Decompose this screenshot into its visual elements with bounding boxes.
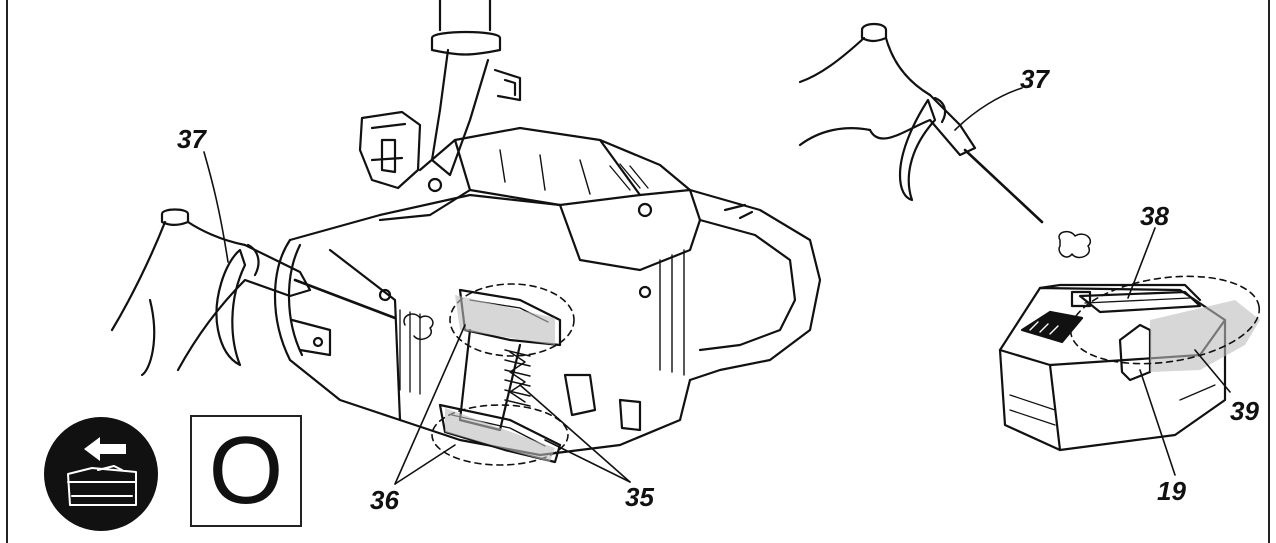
leader-lines (203, 87, 1231, 485)
frame-border-left (6, 0, 8, 543)
air-blower-left (110, 208, 397, 377)
leader-38 (1127, 227, 1156, 299)
terminal-highlight-upper (449, 283, 575, 357)
leader-35a (519, 384, 631, 483)
leader-36a (394, 324, 466, 485)
callout-37-left: 37 (177, 124, 206, 154)
callout-37-right: 37 (1020, 64, 1049, 94)
callout-36: 36 (370, 485, 399, 515)
release-button-19 (1118, 323, 1152, 382)
leader-19 (1139, 369, 1176, 476)
leader-37-right (954, 87, 1023, 131)
callout-39: 39 (1230, 396, 1259, 426)
mode-symbol-box: O (190, 415, 302, 527)
tool-handle-top (430, 30, 502, 56)
leader-35b (544, 439, 631, 483)
callout-35: 35 (625, 482, 654, 512)
callout-19: 19 (1157, 476, 1186, 506)
battery-remove-arrow-icon (44, 417, 158, 531)
frame-border-right (1268, 0, 1270, 543)
leader-39 (1194, 349, 1231, 393)
air-blower-right (798, 22, 1092, 259)
battery-terminal-highlight (1069, 275, 1261, 365)
mode-symbol-o: O (208, 417, 284, 524)
leader-37-left (203, 151, 229, 263)
terminal-highlight-lower (431, 404, 569, 466)
battery-pack (998, 275, 1261, 452)
air-puff-right (1058, 230, 1092, 259)
leader-36b (394, 444, 456, 485)
power-tool-body (273, 0, 822, 466)
callout-38: 38 (1140, 201, 1169, 231)
